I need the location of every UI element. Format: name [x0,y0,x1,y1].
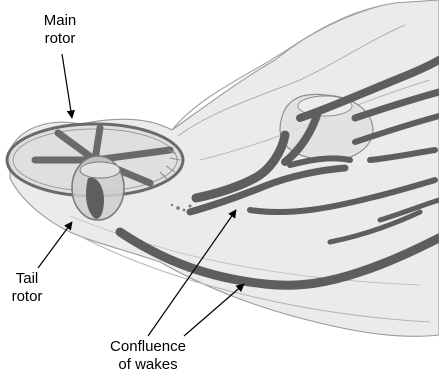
confluence-arrow-2 [184,284,244,336]
main-rotor-label: Main rotor [32,12,88,48]
confluence-label-line-2: of wakes [88,356,208,374]
tail-rotor-arrow [38,222,72,268]
main-rotor-label-line-2: rotor [32,30,88,48]
main-rotor-label-line-1: Main [32,12,88,30]
tail-rotor-label-line-2: rotor [2,288,52,306]
main-rotor-arrow [62,54,72,118]
confluence-label-line-1: Confluence [88,338,208,356]
tail-rotor-label-line-1: Tail [2,270,52,288]
tail-rotor-label: Tail rotor [2,270,52,306]
tail-rotor [72,156,124,220]
confluence-of-wakes-label: Confluence of wakes [88,338,208,374]
